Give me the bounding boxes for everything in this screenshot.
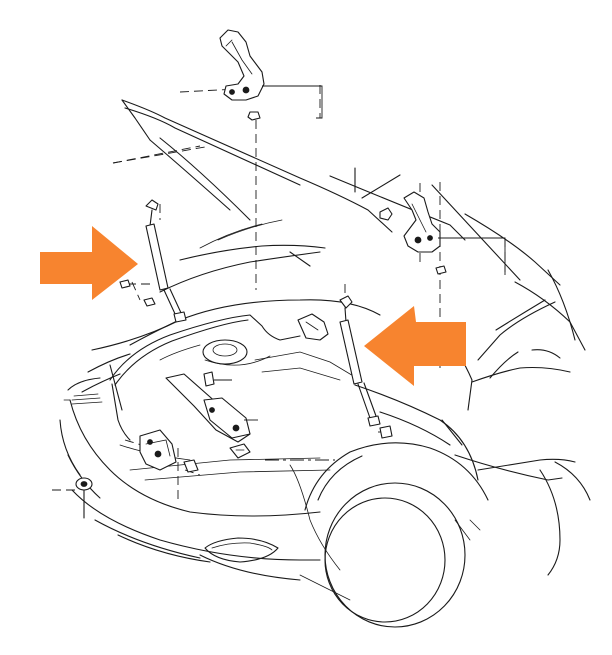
right-strut-arrow bbox=[364, 306, 466, 386]
hood-lock-release-lever bbox=[165, 371, 258, 443]
centerlines bbox=[52, 85, 506, 500]
hood-lock-striker bbox=[229, 443, 251, 459]
left-strut-arrow bbox=[40, 226, 138, 300]
hood-bumper bbox=[75, 477, 93, 519]
hood-support-rod-left bbox=[119, 199, 187, 323]
hood-hinge-left bbox=[219, 29, 323, 121]
car-body-outline bbox=[59, 99, 591, 628]
hood-support-rod-right bbox=[339, 295, 393, 439]
hood-release-cable bbox=[109, 313, 329, 441]
hood-lock-latch bbox=[139, 429, 199, 473]
hood-hinge-right bbox=[379, 191, 506, 275]
